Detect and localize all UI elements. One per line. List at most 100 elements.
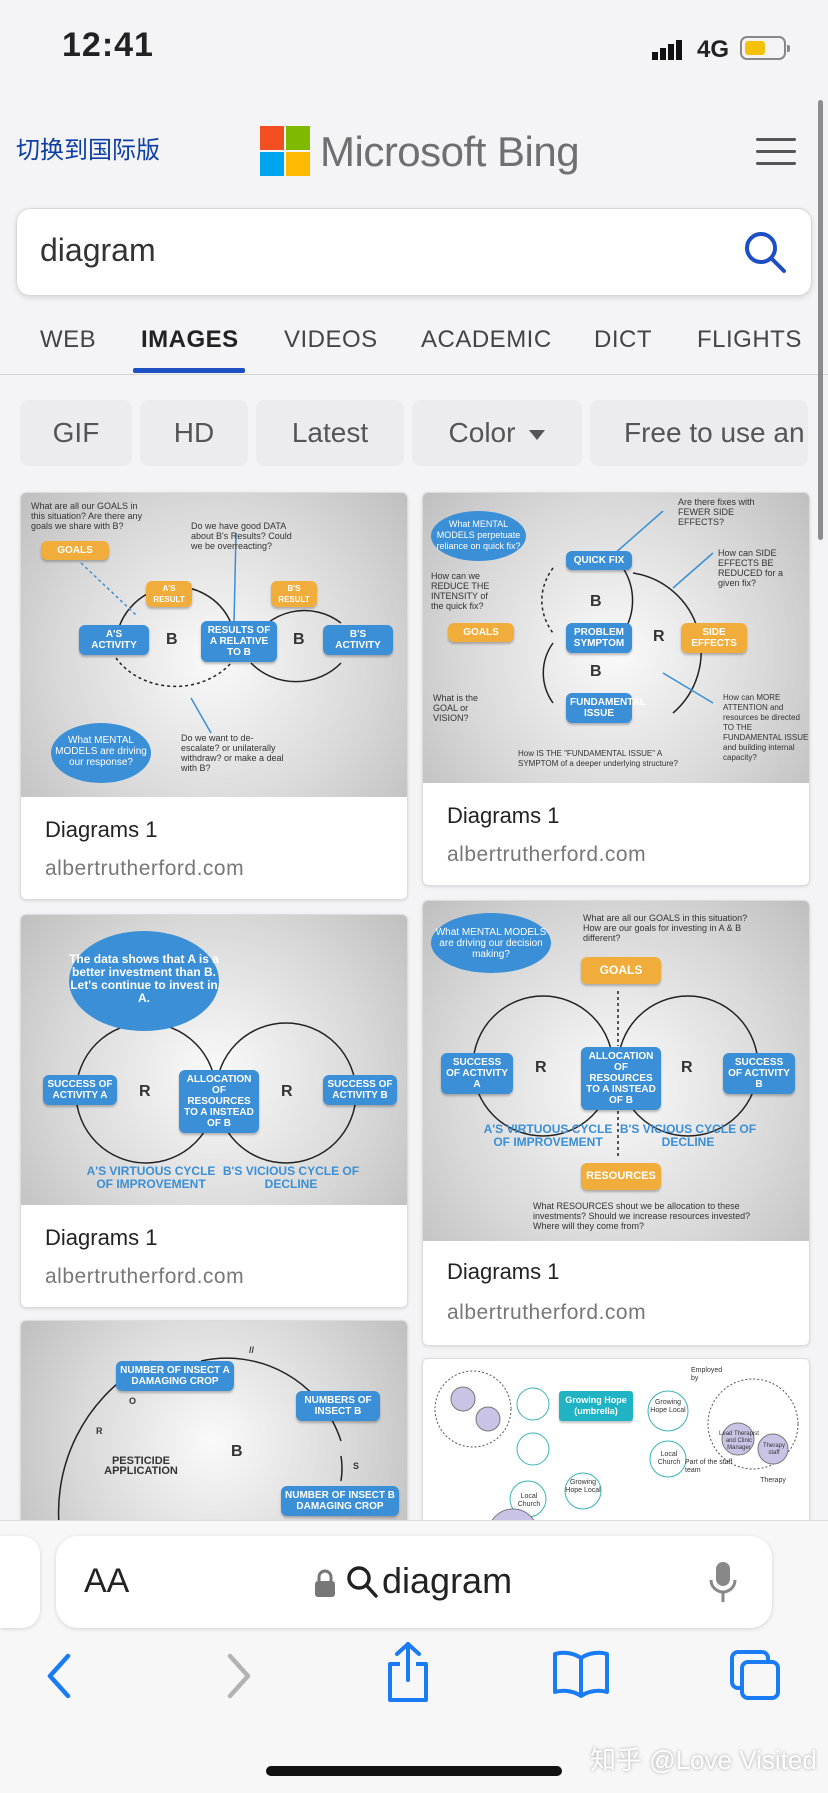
forward-icon[interactable]: [218, 1648, 258, 1704]
image-result-card[interactable]: The data shows that A is a better invest…: [20, 914, 408, 1308]
result-title[interactable]: Diagrams 1: [447, 1259, 560, 1284]
thumb-node: A'S RESULT: [146, 581, 192, 607]
image-result-card[interactable]: NUMBER OF INSECT A DAMAGING CROP NUMBERS…: [20, 1320, 408, 1542]
result-source[interactable]: albertrutherford.com: [45, 857, 245, 880]
thumb-caption: B'S VICIOUS CYCLE OF DECLINE: [222, 1164, 360, 1191]
result-source[interactable]: albertrutherford.com: [447, 843, 647, 866]
thumb-node: SUCCESS OF ACTIVITY B: [323, 1075, 397, 1105]
thumb-cloud: What MENTAL MODELS are driving our decis…: [431, 913, 551, 973]
thumb-text: Growing Hope Local: [565, 1479, 601, 1494]
thumb-node: GOALS: [581, 957, 661, 984]
address-bar[interactable]: [56, 1536, 772, 1628]
tab-images[interactable]: IMAGES: [141, 326, 239, 353]
loop-label: R: [653, 628, 665, 645]
search-input[interactable]: diagram: [40, 232, 156, 268]
thumb-text: What are all our GOALS in this situation…: [583, 913, 748, 943]
filter-label: HD: [173, 417, 215, 448]
search-box[interactable]: [16, 208, 812, 296]
thumb-node: B'S RESULT: [271, 581, 317, 607]
filter-color[interactable]: Color: [412, 400, 582, 466]
result-title[interactable]: Diagrams 1: [447, 803, 560, 828]
thumb-text: Employed by: [691, 1367, 723, 1382]
thumb-node: GOALS: [448, 623, 514, 642]
thumb-text: How IS THE "FUNDAMENTAL ISSUE" A SYMPTOM…: [518, 749, 678, 768]
thumb-text: What RESOURCES shout we be allocation to…: [533, 1201, 751, 1231]
filter-latest[interactable]: Latest: [256, 400, 404, 466]
loop-label: B: [231, 1443, 243, 1460]
thumb-node: SUCCESS OF ACTIVITY B: [723, 1053, 795, 1094]
image-result-card[interactable]: What MENTAL MODELS are driving our decis…: [422, 900, 810, 1346]
tab-dict[interactable]: DICT: [594, 326, 652, 353]
thumb-node: QUICK FIX: [566, 551, 632, 570]
thumb-node: NUMBER OF INSECT A DAMAGING CROP: [116, 1361, 234, 1391]
loop-label: B: [590, 663, 602, 680]
tab-academic[interactable]: ACADEMIC: [421, 326, 552, 353]
page-settings-button[interactable]: AA: [84, 1562, 130, 1600]
tabs-icon[interactable]: [728, 1648, 782, 1702]
thumb-node: NUMBER OF INSECT B DAMAGING CROP: [281, 1486, 399, 1516]
thumb-cloud: The data shows that A is a better invest…: [69, 931, 219, 1031]
thumb-node: PROBLEM SYMPTOM: [566, 623, 632, 653]
loop-label: B: [166, 631, 178, 648]
filter-free-to-use[interactable]: Free to use an: [590, 400, 808, 466]
result-title[interactable]: Diagrams 1: [45, 1225, 158, 1250]
switch-international-link[interactable]: 切换到国际版: [16, 137, 160, 164]
filter-hd[interactable]: HD: [140, 400, 248, 466]
home-indicator: [266, 1766, 562, 1776]
thumb-node: Growing Hope (umbrella): [559, 1391, 633, 1421]
thumb-text: Growing Hope Local: [650, 1399, 686, 1414]
result-title[interactable]: Diagrams 1: [45, 817, 158, 842]
bookmarks-icon[interactable]: [552, 1648, 610, 1698]
thumb-text: R: [96, 1426, 103, 1436]
tab-web[interactable]: WEB: [40, 326, 97, 353]
microsoft-logo-icon[interactable]: [260, 126, 310, 176]
thumb-node: ALLOCATION OF RESOURCES TO A INSTEAD OF …: [581, 1047, 661, 1110]
microphone-icon[interactable]: [708, 1560, 738, 1604]
search-icon[interactable]: [742, 229, 788, 275]
image-result-card[interactable]: What are all our GOALS in this situation…: [20, 492, 408, 900]
result-thumbnail[interactable]: What are all our GOALS in this situation…: [21, 493, 407, 797]
thumb-text: What are all our GOALS in this situation…: [31, 501, 143, 531]
thumb-caption: B'S VICIOUS CYCLE OF DECLINE: [619, 1122, 757, 1149]
thumb-cloud: What MENTAL MODELS perpetuate reliance o…: [431, 511, 526, 561]
battery-icon: [740, 36, 790, 60]
thumb-text: How can MORE ATTENTION and resources be …: [723, 693, 809, 762]
scrollbar[interactable]: [818, 100, 823, 540]
thumb-text: //: [249, 1345, 255, 1355]
thumb-node: RESULTS OF A RELATIVE TO B: [201, 621, 277, 662]
result-thumbnail[interactable]: NUMBER OF INSECT A DAMAGING CROP NUMBERS…: [21, 1321, 407, 1541]
back-icon[interactable]: [40, 1648, 80, 1704]
loop-label: B: [590, 593, 602, 610]
filter-label: Free to use an: [624, 417, 805, 448]
thumb-text: PESTICIDE APPLICATION: [104, 1455, 178, 1477]
previous-tab-preview[interactable]: [0, 1536, 40, 1628]
loop-label: R: [281, 1083, 293, 1100]
result-thumbnail[interactable]: What MENTAL MODELS perpetuate reliance o…: [423, 493, 809, 783]
thumb-text: O: [129, 1396, 137, 1406]
tab-videos[interactable]: VIDEOS: [284, 326, 378, 353]
result-source[interactable]: albertrutherford.com: [45, 1265, 245, 1288]
share-icon[interactable]: [384, 1640, 432, 1704]
filter-gif[interactable]: GIF: [20, 400, 132, 466]
thumb-caption: A'S VIRTUOUS CYCLE OF IMPROVEMENT: [86, 1164, 216, 1191]
address-bar-text[interactable]: diagram: [382, 1560, 513, 1601]
thumb-node: A'S ACTIVITY: [79, 625, 149, 655]
thumb-text: S: [353, 1461, 360, 1471]
result-thumbnail[interactable]: Growing Hope (umbrella) Growing Hope Loc…: [423, 1359, 809, 1541]
result-thumbnail[interactable]: What MENTAL MODELS are driving our decis…: [423, 901, 809, 1241]
menu-hamburger-icon[interactable]: [756, 138, 796, 168]
image-result-card[interactable]: What MENTAL MODELS perpetuate reliance o…: [422, 492, 810, 886]
thumb-node: SUCCESS OF ACTIVITY A: [441, 1053, 513, 1094]
search-icon: [347, 1566, 378, 1598]
image-result-card[interactable]: Growing Hope (umbrella) Growing Hope Loc…: [422, 1358, 810, 1542]
thumb-node: ALLOCATION OF RESOURCES TO A INSTEAD OF …: [179, 1070, 259, 1133]
thumb-text: Local Church: [657, 1451, 681, 1466]
thumb-caption: A'S VIRTUOUS CYCLE OF IMPROVEMENT: [483, 1122, 613, 1149]
result-source[interactable]: albertrutherford.com: [447, 1301, 647, 1324]
bing-logo-text[interactable]: Microsoft Bing: [320, 128, 580, 175]
result-thumbnail[interactable]: The data shows that A is a better invest…: [21, 915, 407, 1205]
filter-label: GIF: [52, 417, 100, 448]
divider: [0, 374, 828, 375]
thumb-text: Are there fixes with FEWER SIDE EFFECTS?: [678, 497, 755, 527]
tab-flights[interactable]: FLIGHTS: [697, 326, 802, 353]
